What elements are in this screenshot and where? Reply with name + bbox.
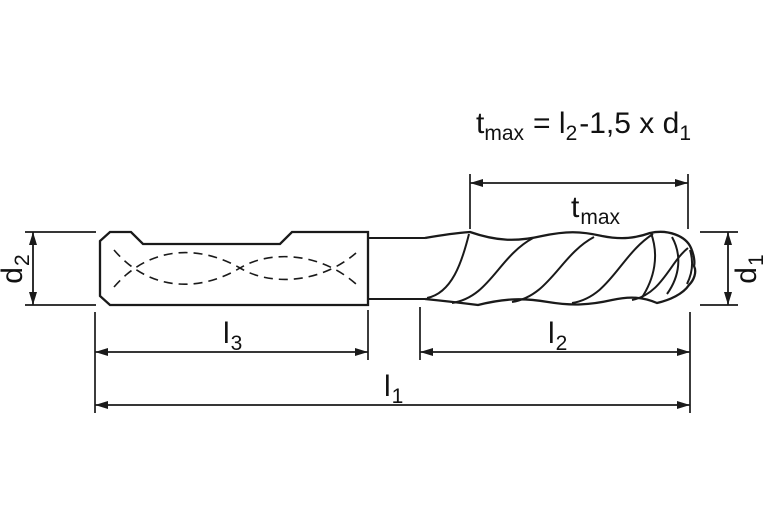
point-edge-2: [666, 236, 680, 295]
formula-text: tmax= l2-1,5 x d1: [476, 107, 691, 145]
drill-point-edges: [640, 232, 694, 300]
dim-tmax: tmax: [469, 174, 689, 229]
d1-label: d1: [730, 254, 767, 283]
drill-neck: [368, 237, 425, 300]
dim-l2: l2: [420, 317, 690, 356]
l1-label: l1: [384, 370, 403, 408]
tmax-label: tmax: [571, 191, 621, 229]
dim-d2: d2: [0, 231, 96, 306]
l3-label: l3: [223, 317, 242, 355]
drill-shank: [98, 230, 370, 307]
coolant-channel-line-2: [113, 251, 357, 288]
d2-arrow-top: [29, 232, 37, 245]
drill-flute-body: [424, 230, 697, 307]
coolant-channel-dashes: [113, 249, 357, 288]
d2-arrow-bottom: [29, 292, 37, 305]
l3-arrow-right: [355, 348, 368, 356]
flute-curve-3: [571, 233, 654, 304]
l3-arrow-left: [95, 348, 108, 356]
flute-runout-curve: [426, 233, 470, 299]
d1-arrow-bottom: [724, 292, 732, 305]
l2-arrow-right: [677, 348, 690, 356]
point-edge-3: [686, 249, 694, 285]
d2-label: d2: [0, 254, 34, 283]
flute-curve-4: [631, 247, 689, 301]
d1-arrow-top: [724, 232, 732, 245]
point-edge-1: [640, 232, 657, 300]
l1-arrow-right: [677, 401, 690, 409]
flute-spiral-lines: [426, 233, 689, 304]
flute-curve-1: [451, 237, 534, 304]
dim-l1: l1: [95, 370, 690, 409]
drill-bit: [98, 230, 697, 307]
l2-arrow-left: [420, 348, 433, 356]
l1-arrow-left: [95, 401, 108, 409]
dim-l3: l3: [95, 317, 368, 356]
flute-curve-2: [511, 236, 595, 303]
dim-d1: d1: [700, 231, 767, 306]
tmax-arrow-left: [470, 179, 483, 187]
tmax-arrow-right: [675, 179, 688, 187]
l2-label: l2: [548, 317, 567, 355]
